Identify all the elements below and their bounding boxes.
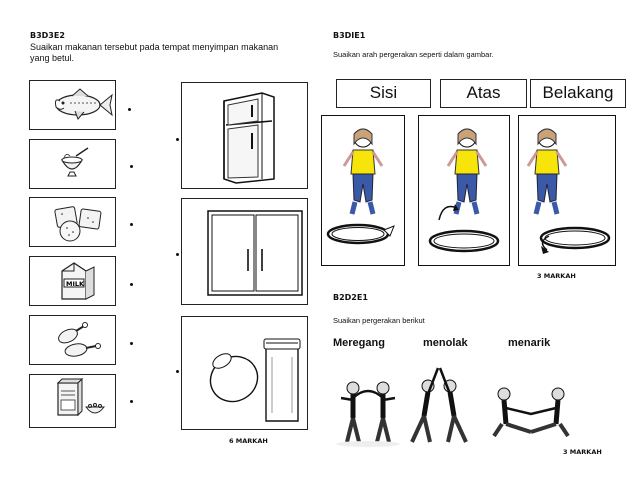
movement-picture-stretch [333,368,403,448]
kids-stretching-icon [336,381,400,447]
fish-icon [55,88,113,120]
section-code: B2D2E1 [333,293,368,302]
match-dot[interactable] [130,400,133,403]
direction-box-side: Sisi [336,79,431,108]
movement-picture-pull [488,368,574,446]
match-dot[interactable] [176,138,179,141]
match-dot[interactable] [130,283,133,286]
movement-word-push: menolak [423,337,468,349]
milk-carton-icon: MILK [61,262,95,300]
biscuits-icon [54,206,102,242]
movement-picture-push [404,362,474,448]
match-dot[interactable] [128,108,131,111]
movement-word-pull: menarik [508,337,551,349]
match-dot[interactable] [130,342,133,345]
food-item-milk: MILK [29,256,116,306]
svg-text:MILK: MILK [66,280,85,288]
food-item-chicken [29,315,116,365]
instruction-line-1: Suaikan makanan tersebut pada tempat men… [30,42,279,52]
jump-scene-back [518,115,616,266]
kids-pulling-icon [492,387,570,438]
direction-box-up: Atas [440,79,527,108]
girl-jump-back-icon [526,128,611,254]
storage-cupboard [181,198,308,305]
instruction-text: Suaikan arah pergerakan seperti dalam ga… [333,50,494,59]
match-dot[interactable] [176,370,179,373]
section-code: B3D3E2 [30,31,65,40]
marks-label: 6 MARKAH [229,437,268,445]
direction-box-back: Belakang [530,79,626,108]
girl-jump-up-icon [428,128,500,253]
match-dot[interactable] [130,165,133,168]
cupboard-icon [207,210,303,296]
food-item-bowl [29,139,116,189]
food-item-fish [29,80,116,130]
section-code: B3DIE1 [333,31,366,40]
marks-label: 3 MARKAH [537,272,576,280]
jump-scene-up [418,115,510,266]
refrigerator-icon [223,92,275,184]
movement-word-stretch: Meregang [333,337,385,349]
instruction-text: Suaikan pergerakan berikut [333,316,425,325]
cereal-box-icon [56,377,106,417]
instruction-line-2: yang betul. [30,53,75,63]
food-item-biscuits [29,197,116,247]
match-dot[interactable] [130,223,133,226]
bowl-icon [60,147,89,177]
storage-refrigerator [181,82,308,189]
food-item-cereal [29,374,116,428]
girl-jump-side-icon [326,128,395,245]
marks-label: 3 MARKAH [563,448,602,456]
match-dot[interactable] [176,253,179,256]
kids-pushing-icon [410,367,468,443]
instruction-text: Suaikan makanan tersebut pada tempat men… [30,42,320,64]
jars-icon [209,338,301,422]
jump-scene-side [321,115,405,266]
chicken-drumsticks-icon [58,322,101,357]
storage-jars [181,316,308,430]
